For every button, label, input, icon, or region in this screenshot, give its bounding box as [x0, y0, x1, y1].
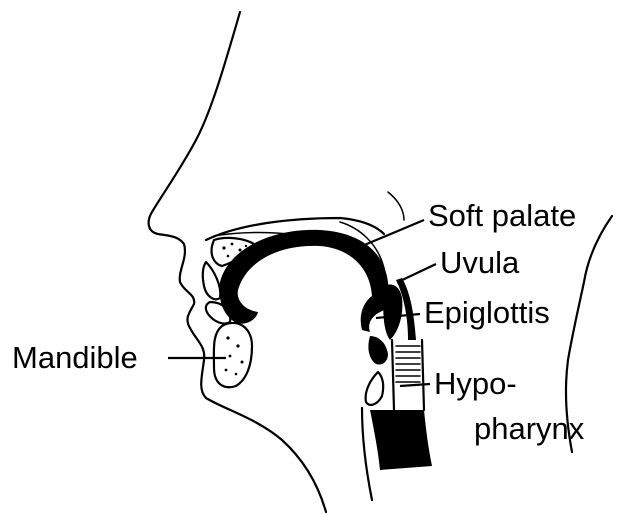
label-epiglottis: Epiglottis: [424, 296, 550, 330]
leader-uvula: [398, 264, 436, 282]
larynx-outline: [392, 340, 424, 410]
epiglottis-shape: [368, 336, 388, 365]
label-uvula: Uvula: [440, 246, 519, 280]
label-soft-palate: Soft palate: [428, 199, 576, 233]
leader-hypopharynx: [400, 384, 430, 386]
upper-teeth: [203, 262, 221, 299]
label-hypopharynx-line2: pharynx: [474, 412, 584, 446]
leader-soft-palate: [362, 220, 424, 246]
uvula-shape: [383, 285, 402, 341]
esophagus-column: [370, 410, 432, 470]
label-hypopharynx-line1: Hypo-: [434, 367, 517, 401]
label-mandible: Mandible: [12, 341, 138, 375]
mandible-bone: [214, 323, 252, 387]
skull-base-outline: [388, 192, 404, 220]
mandible-speckles: [225, 336, 244, 375]
larynx-rings: [396, 346, 420, 382]
pharynx-front-line: [362, 408, 372, 500]
thyroid-cartilage: [366, 372, 384, 405]
